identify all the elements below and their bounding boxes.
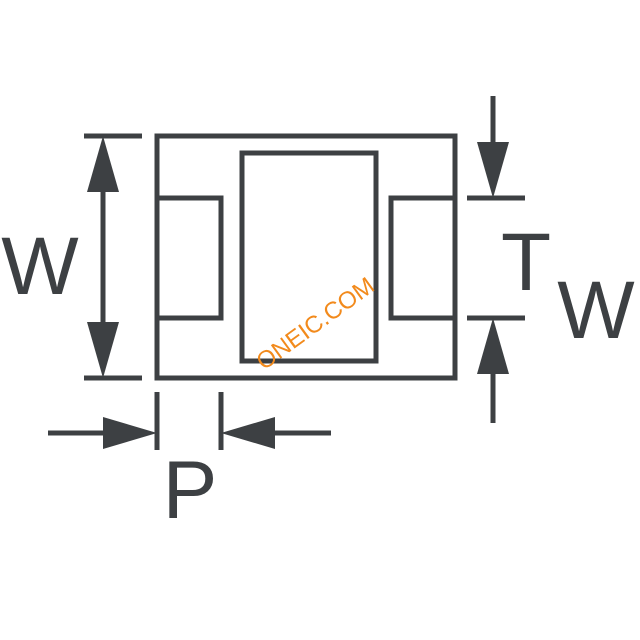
right-up-arrow-head bbox=[477, 318, 509, 374]
right-width-label: W bbox=[557, 265, 635, 356]
package-body bbox=[154, 133, 458, 381]
pitch-left-arrow-head bbox=[221, 417, 275, 449]
package-outline bbox=[154, 133, 458, 381]
left-width-label: W bbox=[1, 221, 79, 312]
pitch-label: P bbox=[163, 445, 218, 536]
bottom-pitch-dimension bbox=[48, 392, 331, 450]
left-width-dimension bbox=[84, 133, 142, 381]
right-thickness-label: T bbox=[501, 217, 551, 308]
pitch-right-arrow-head bbox=[103, 417, 157, 449]
center-element bbox=[239, 150, 379, 364]
left-down-arrow-head bbox=[87, 322, 119, 378]
right-thickness-dimension bbox=[467, 96, 525, 423]
left-terminal bbox=[157, 195, 224, 321]
left-up-arrow-head bbox=[87, 136, 119, 192]
right-terminal bbox=[388, 195, 455, 321]
right-down-arrow-head bbox=[477, 142, 509, 198]
